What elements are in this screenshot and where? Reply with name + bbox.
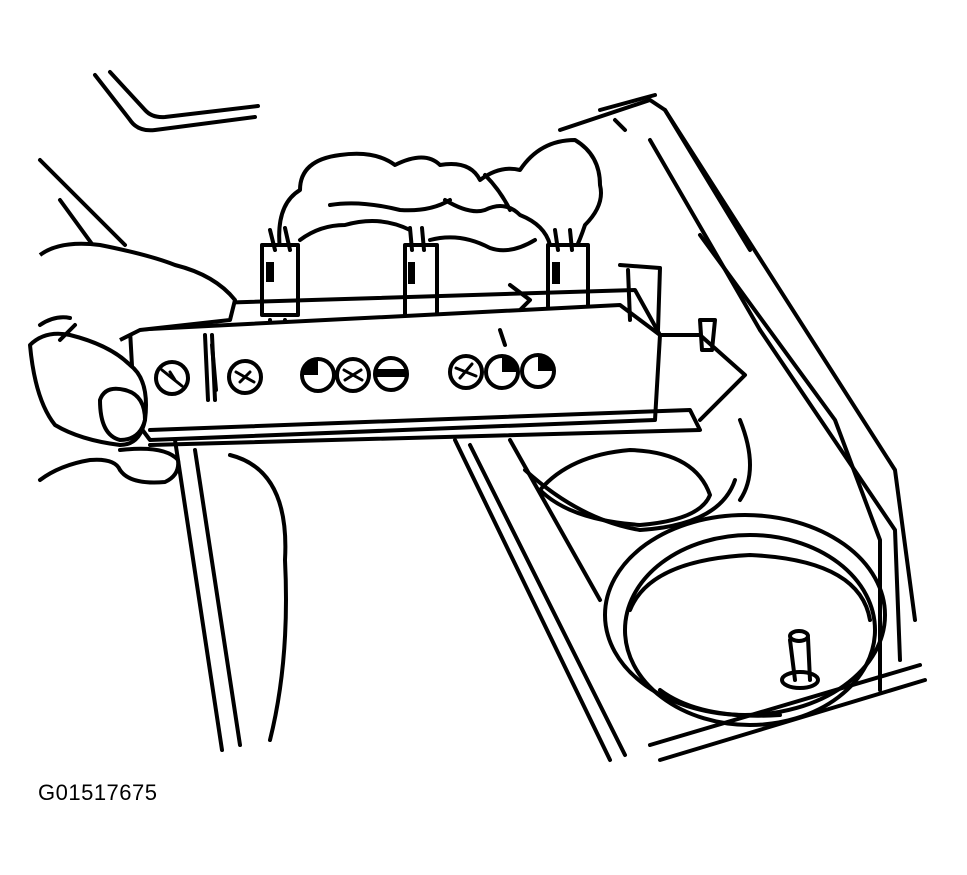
mounting-stud	[782, 631, 818, 688]
connector-center	[405, 228, 437, 400]
figure-id-label: G01517675	[38, 780, 158, 805]
wiring-harness	[279, 140, 601, 250]
switch-knobs	[156, 355, 554, 394]
hand	[30, 244, 235, 483]
center-console-body	[40, 95, 925, 760]
cup-holder-recess	[525, 420, 885, 725]
upper-trim-panel	[95, 72, 258, 130]
